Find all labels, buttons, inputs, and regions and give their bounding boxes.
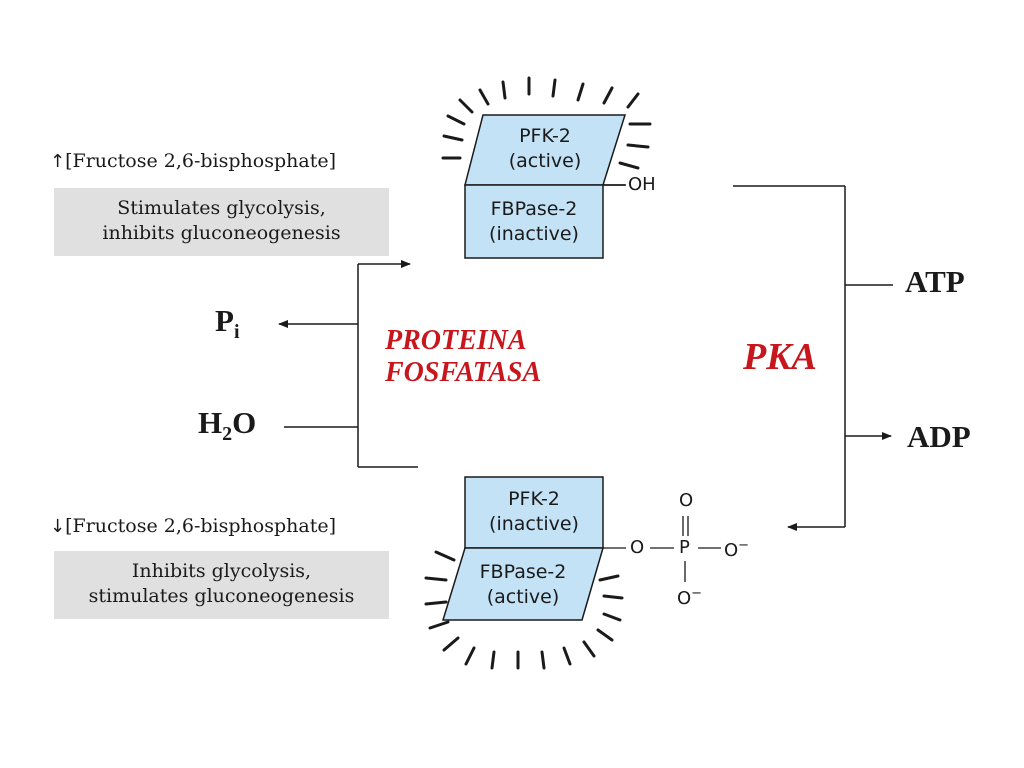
bottom-effect-panel (54, 551, 389, 619)
phosphatase-line1: PROTEINA (385, 325, 527, 356)
top-fbpase2-state: (inactive) (489, 223, 579, 245)
top-fbpase2-box (464, 184, 604, 259)
bottom-pfk2-name: PFK-2 (508, 488, 560, 510)
bottom-effect-line2: stimulates gluconeogenesis (88, 585, 355, 607)
bottom-enzyme (441, 476, 604, 621)
bottom-pfk2-state: (inactive) (489, 513, 579, 535)
phosphate-o-right-charge: − (738, 538, 750, 553)
top-effect-line2: inhibits gluconeogenesis (102, 222, 341, 244)
pi-label: Pi (215, 305, 240, 342)
top-fbpase2-name: FBPase-2 (490, 198, 578, 220)
phosphate-o-top: O (679, 490, 694, 511)
top-effect-line1: Stimulates glycolysis, (117, 197, 326, 219)
pka-bracket (733, 185, 893, 531)
top-activity-rays (441, 76, 652, 170)
top-pfk2-name: PFK-2 (519, 125, 571, 147)
bottom-fbpase2-box (441, 547, 604, 621)
bottom-fbpase2-label: FBPase-2 (active) (448, 560, 598, 610)
phosphate-o-right-atom: O (724, 540, 739, 561)
water-o: O (232, 405, 257, 440)
atp-label: ATP (905, 264, 965, 299)
bottom-fbpase2-state: (active) (486, 586, 560, 608)
pka-label: PKA (743, 336, 817, 378)
phosphate-o-bottom-atom: O (677, 588, 692, 609)
phosphate-o-left: O (630, 537, 645, 558)
bottom-fructose-label: [Fructose 2,6-bisphosphate] (65, 515, 336, 537)
top-fbpase2-label: FBPase-2 (inactive) (465, 197, 603, 247)
phosphatase-bracket (278, 260, 418, 468)
bottom-effect-line1: Inhibits glycolysis, (131, 560, 312, 582)
phosphatase-label: PROTEINA FOSFATASA (385, 325, 541, 389)
phosphate-o-bottom: O− (677, 587, 702, 608)
top-effect-text: Stimulates glycolysis, inhibits gluconeo… (54, 196, 389, 246)
water-label: H2O (198, 407, 256, 444)
bottom-fbpase2-name: FBPase-2 (479, 561, 567, 583)
phosphate-p: P (679, 537, 690, 558)
phosphate-bonds (603, 516, 721, 582)
top-fructose-row: ↑[Fructose 2,6-bisphosphate] (50, 152, 336, 171)
bottom-effect-text: Inhibits glycolysis, stimulates gluconeo… (54, 559, 389, 609)
water-sub: 2 (222, 423, 233, 446)
bottom-fructose-row: ↓[Fructose 2,6-bisphosphate] (50, 517, 336, 536)
phosphate-o-bottom-charge: − (691, 586, 703, 601)
top-enzyme (464, 114, 627, 259)
hydroxyl-group: OH (628, 174, 656, 195)
top-fructose-label: [Fructose 2,6-bisphosphate] (65, 150, 336, 172)
adp-label: ADP (907, 419, 971, 454)
phosphatase-line2: FOSFATASA (385, 357, 542, 388)
bottom-activity-rays (424, 550, 624, 670)
bottom-pfk2-label: PFK-2 (inactive) (465, 487, 603, 537)
top-pfk2-label: PFK-2 (active) (470, 124, 620, 174)
water-h: H (198, 405, 223, 440)
top-effect-panel (54, 188, 389, 256)
phosphate-o-right: O− (724, 539, 749, 560)
arrow-down-icon: ↓ (50, 516, 66, 537)
arrow-up-icon: ↑ (50, 151, 66, 172)
pi-sub: i (233, 321, 240, 344)
pi-base: P (215, 303, 234, 338)
top-pfk2-state: (active) (508, 150, 582, 172)
bottom-pfk2-box (464, 476, 604, 549)
